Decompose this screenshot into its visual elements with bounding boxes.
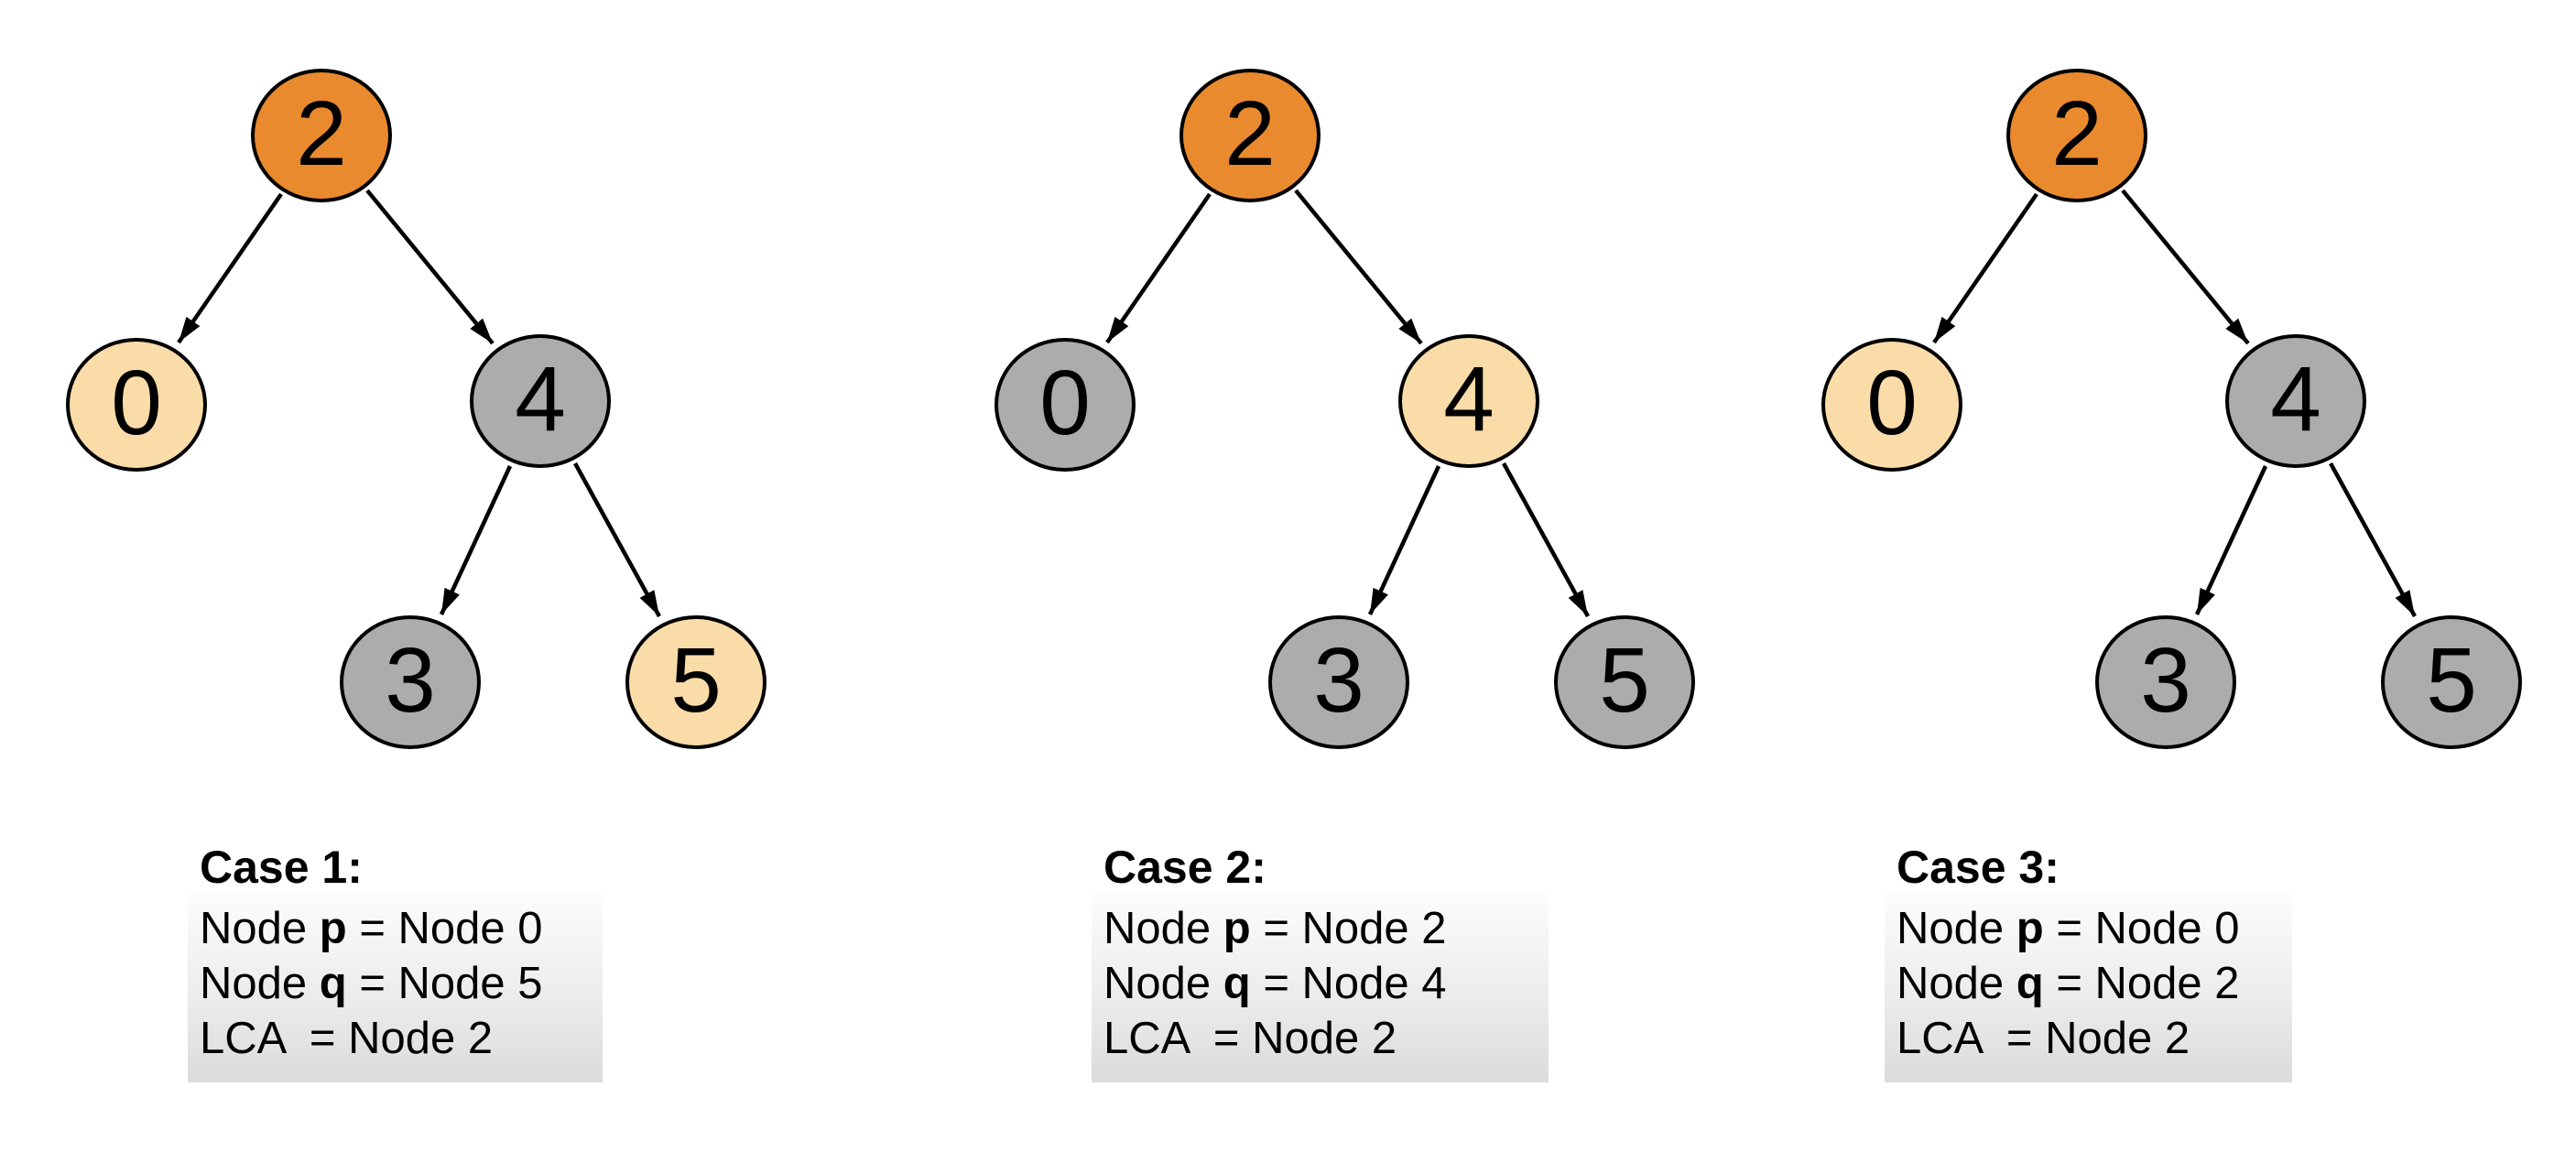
case-line-rest: = Node 2 (297, 1014, 494, 1063)
tree3-edge-2-0 (1932, 192, 2038, 344)
case-line-var: q (1223, 959, 1251, 1008)
case-2-box: Node p = Node 2 Node q = Node 4 LCA = No… (1092, 894, 1549, 1082)
case-line-rest: = Node 2 (2043, 959, 2240, 1008)
case-3-line-lca: LCA = Node 2 (1897, 1011, 2292, 1066)
case-line-prefix: Node (1897, 959, 2016, 1008)
tree3-node-4: 4 (2225, 334, 2366, 468)
case-line-rest: = Node 2 (1250, 904, 1447, 953)
case-line-prefix: LCA (1103, 1014, 1201, 1063)
case-line-rest: = Node 0 (346, 904, 543, 953)
tree3-node-0: 0 (1821, 338, 1962, 472)
case-line-prefix: LCA (200, 1014, 298, 1063)
tree1-node-4: 4 (470, 334, 611, 468)
case-line-prefix: LCA (1897, 1014, 1994, 1063)
tree2-node-5: 5 (1554, 615, 1695, 749)
case-line-var: q (319, 959, 347, 1008)
case-line-var: p (319, 904, 347, 953)
tree1-node-2: 2 (251, 69, 392, 202)
case-3-heading: Case 3: (1897, 842, 2060, 893)
case-3-block: Case 3: Node p = Node 0 Node q = Node 2 … (1885, 841, 2292, 1082)
case-line-rest: = Node 2 (1994, 1014, 2190, 1063)
case-3-line-p: Node p = Node 0 (1897, 901, 2292, 956)
case-1-block: Case 1: Node p = Node 0 Node q = Node 5 … (188, 841, 603, 1082)
tree1-node-0: 0 (66, 338, 207, 472)
tree3-edge-2-4 (2121, 189, 2250, 345)
tree2-node-4: 4 (1398, 334, 1539, 468)
case-2-line-p: Node p = Node 2 (1103, 901, 1549, 956)
case-1-line-lca: LCA = Node 2 (200, 1011, 603, 1066)
tree2-node-3: 3 (1268, 615, 1409, 749)
tree2-node-0: 0 (995, 338, 1136, 472)
case-1-heading: Case 1: (200, 842, 363, 893)
case-line-var: p (2016, 904, 2044, 953)
case-3-box: Node p = Node 0 Node q = Node 2 LCA = No… (1885, 894, 2292, 1082)
tree3-node-5: 5 (2381, 615, 2522, 749)
case-line-prefix: Node (1103, 904, 1223, 953)
tree1-node-3: 3 (340, 615, 481, 749)
case-2-line-q: Node q = Node 4 (1103, 956, 1549, 1011)
case-1-line-p: Node p = Node 0 (200, 901, 603, 956)
case-2-line-lca: LCA = Node 2 (1103, 1011, 1549, 1066)
case-3-line-q: Node q = Node 2 (1897, 956, 2292, 1011)
case-line-prefix: Node (200, 904, 320, 953)
tree1-edge-4-5 (573, 462, 661, 618)
case-line-rest: = Node 4 (1250, 959, 1447, 1008)
case-2-block: Case 2: Node p = Node 2 Node q = Node 4 … (1092, 841, 1549, 1082)
case-line-prefix: Node (1103, 959, 1223, 1008)
tree3-node-2: 2 (2006, 69, 2147, 202)
tree3-edge-4-3 (2194, 465, 2268, 615)
case-line-var: p (1223, 904, 1251, 953)
case-line-prefix: Node (200, 959, 320, 1008)
case-1-line-q: Node q = Node 5 (200, 956, 603, 1011)
case-1-box: Node p = Node 0 Node q = Node 5 LCA = No… (188, 894, 603, 1082)
tree2-edge-2-0 (1105, 192, 1212, 344)
case-2-heading: Case 2: (1103, 842, 1266, 893)
tree1-node-5: 5 (625, 615, 766, 749)
tree1-edge-4-3 (439, 465, 513, 615)
case-line-rest: = Node 0 (2043, 904, 2240, 953)
tree1-edge-2-4 (365, 189, 495, 345)
tree2-node-2: 2 (1179, 69, 1321, 202)
tree3-node-3: 3 (2095, 615, 2236, 749)
case-line-rest: = Node 2 (1201, 1014, 1397, 1063)
case-line-rest: = Node 5 (346, 959, 543, 1008)
tree1-edge-2-0 (177, 192, 283, 344)
tree2-edge-4-3 (1367, 465, 1441, 615)
tree2-edge-2-4 (1294, 189, 1423, 345)
tree2-edge-4-5 (1502, 462, 1590, 618)
tree3-edge-4-5 (2329, 462, 2417, 618)
case-line-prefix: Node (1897, 904, 2016, 953)
case-line-var: q (2016, 959, 2044, 1008)
